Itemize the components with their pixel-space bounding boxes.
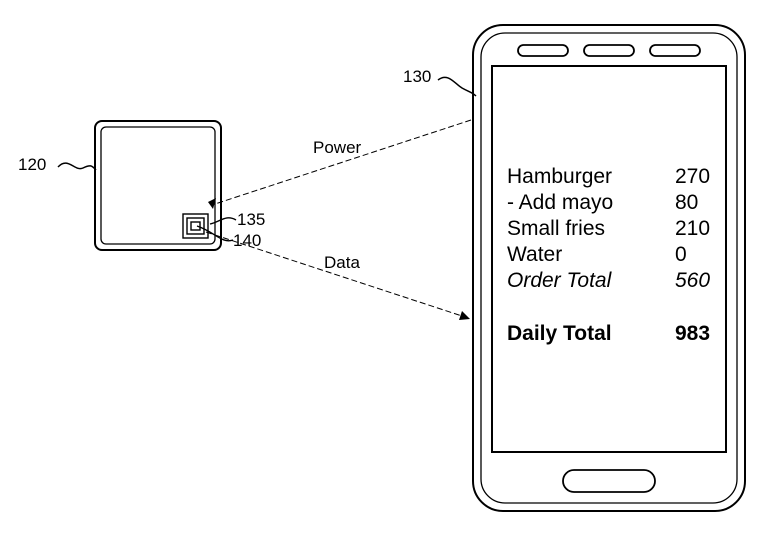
daily-total-label: Daily Total: [507, 322, 612, 345]
daily-total-value: 983: [675, 322, 710, 345]
item-name: Small fries: [507, 217, 605, 240]
data-arrow: [205, 231, 470, 320]
order-total-label: Order Total: [507, 269, 613, 292]
item-name: Hamburger: [507, 165, 612, 188]
smartphone: [472, 24, 746, 512]
power-label: Power: [313, 138, 362, 157]
coil-ref-label: 135: [237, 210, 265, 229]
leader-line-140: [196, 225, 234, 242]
item-value: 80: [675, 191, 698, 214]
item-name: - Add mayo: [507, 191, 613, 214]
item-value: 210: [675, 217, 710, 240]
item-value: 0: [675, 243, 687, 266]
item-value: 270: [675, 165, 710, 188]
data-label: Data: [324, 253, 360, 272]
phone-ref-label: 130: [403, 67, 431, 86]
chip-ref-label: 140: [233, 231, 261, 250]
order-total-value: 560: [675, 269, 710, 292]
device-ref-label: 120: [18, 155, 46, 174]
speaker-slot-icon: [649, 44, 701, 57]
leader-line-130: [437, 76, 477, 97]
speaker-slot-icon: [517, 44, 569, 57]
speaker-slot-icon: [583, 44, 635, 57]
leader-line-120: [57, 162, 97, 171]
leader-line-135: [209, 217, 237, 225]
item-name: Water: [507, 243, 562, 266]
coil-antenna: [182, 213, 209, 239]
power-arrow: [208, 119, 472, 209]
home-button-icon: [562, 469, 656, 493]
wearable-device: [94, 120, 222, 251]
screen-content: Hamburger 270 - Add mayo 80 Small fries …: [507, 165, 710, 345]
